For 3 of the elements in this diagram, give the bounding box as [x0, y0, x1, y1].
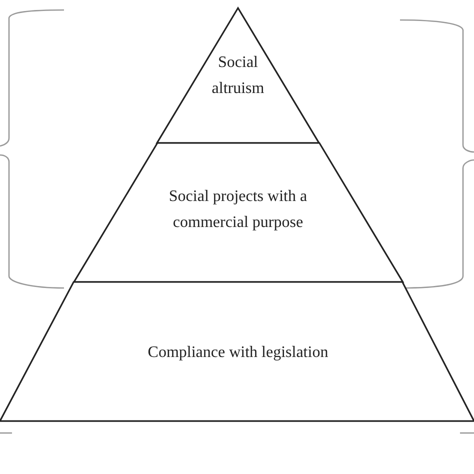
tier-label: Compliance with legislation [146, 343, 330, 363]
tier-label: Social altruism [210, 53, 266, 99]
tier-label: Social projects with a commercial purpose [168, 187, 308, 233]
